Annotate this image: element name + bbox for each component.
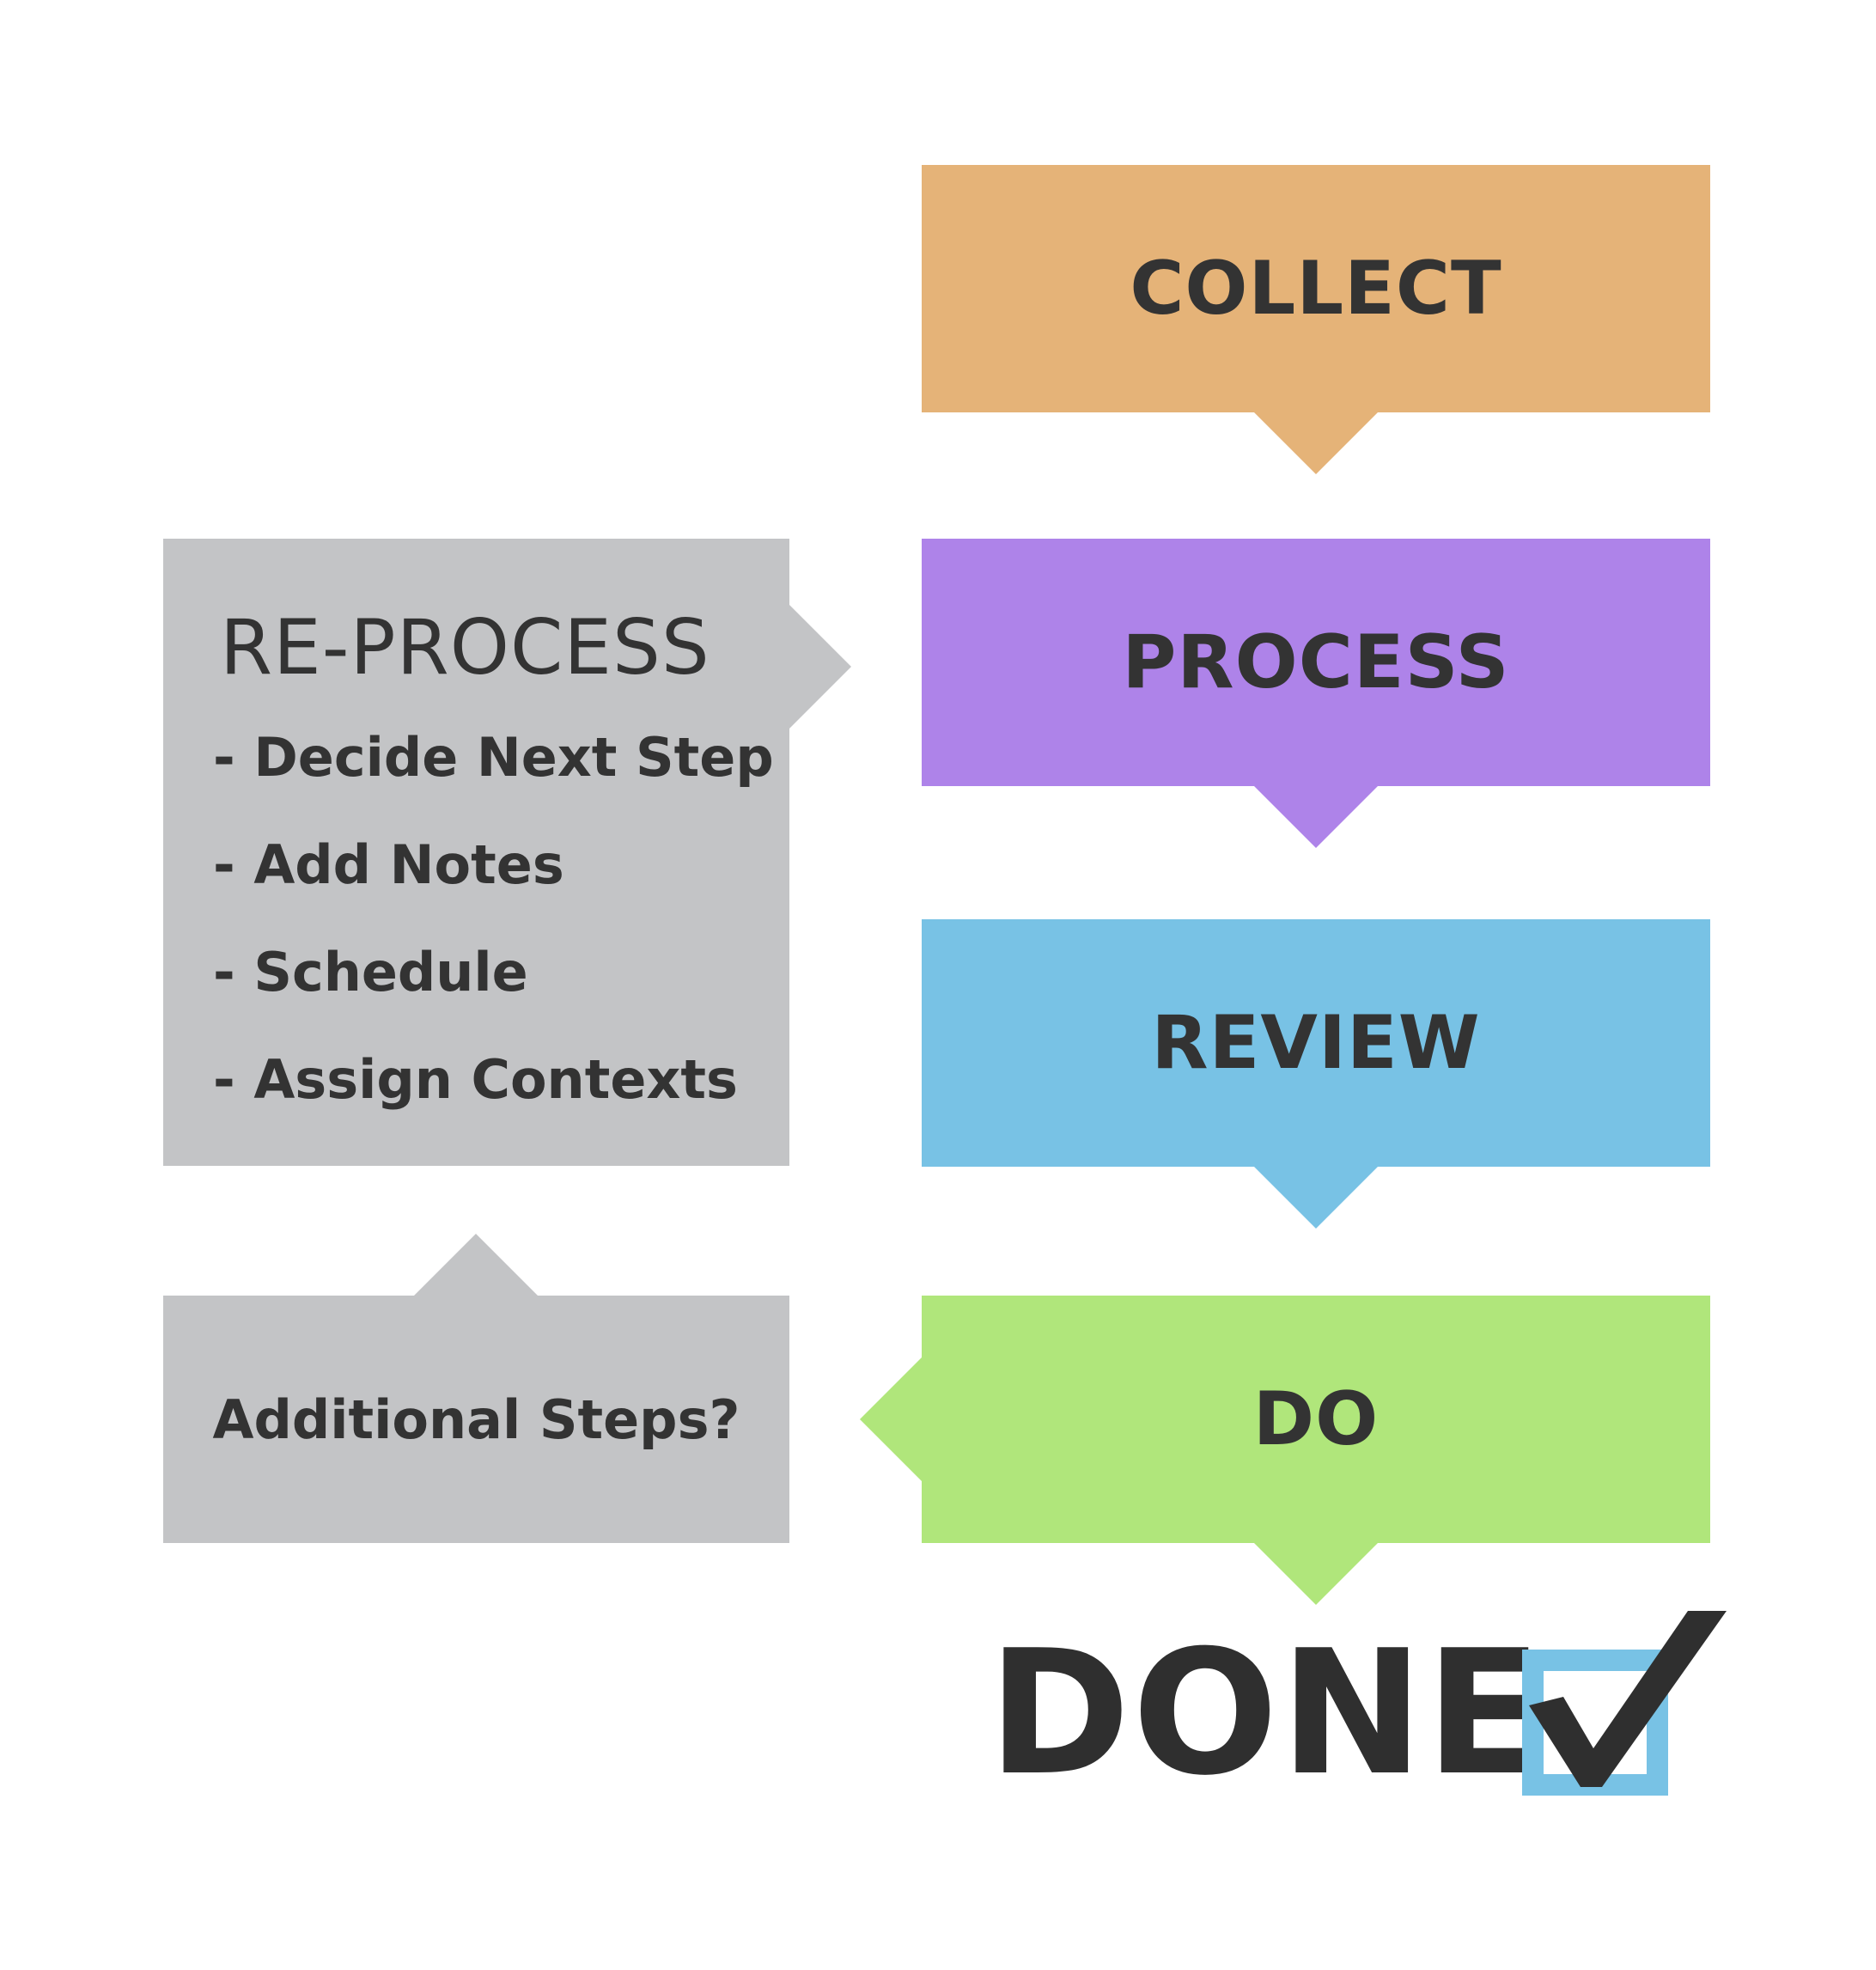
stage-do-label: DO [1252, 1376, 1380, 1462]
do-to-additional-arrow [860, 1357, 922, 1481]
done-label: DONE [988, 1613, 1545, 1814]
additional-steps-box: Additional Steps? [163, 1296, 789, 1543]
additional-to-reprocess-arrow [414, 1234, 538, 1296]
additional-steps-label: Additional Steps? [212, 1388, 740, 1451]
reprocess-item: - Schedule [213, 941, 528, 1003]
process-arrow [1254, 786, 1378, 848]
review-arrow [1254, 1167, 1378, 1229]
stage-process-label: PROCESS [1122, 619, 1510, 705]
reprocess-item: - Assign Contexts [213, 1048, 738, 1111]
stage-collect-label: COLLECT [1130, 246, 1502, 332]
stage-collect: COLLECT [922, 165, 1710, 412]
stage-process: PROCESS [922, 539, 1710, 786]
checkbox-checked-icon [1522, 1611, 1727, 1796]
stage-review-label: REVIEW [1151, 1000, 1481, 1086]
reprocess-box: RE-PROCESS - Decide Next Step - Add Note… [163, 539, 789, 1166]
reprocess-list: - Decide Next Step - Add Notes - Schedul… [213, 726, 789, 1111]
reprocess-to-process-arrow [789, 605, 851, 729]
done-section: DONE [988, 1611, 1727, 1814]
stage-do: DO [922, 1296, 1710, 1543]
reprocess-item: - Decide Next Step [213, 726, 774, 789]
stage-review: REVIEW [922, 919, 1710, 1167]
reprocess-title: RE-PROCESS [220, 603, 710, 692]
check-mark-icon [1529, 1611, 1727, 1787]
do-arrow [1254, 1543, 1378, 1605]
reprocess-item: - Add Notes [213, 833, 564, 896]
collect-arrow [1254, 412, 1378, 474]
